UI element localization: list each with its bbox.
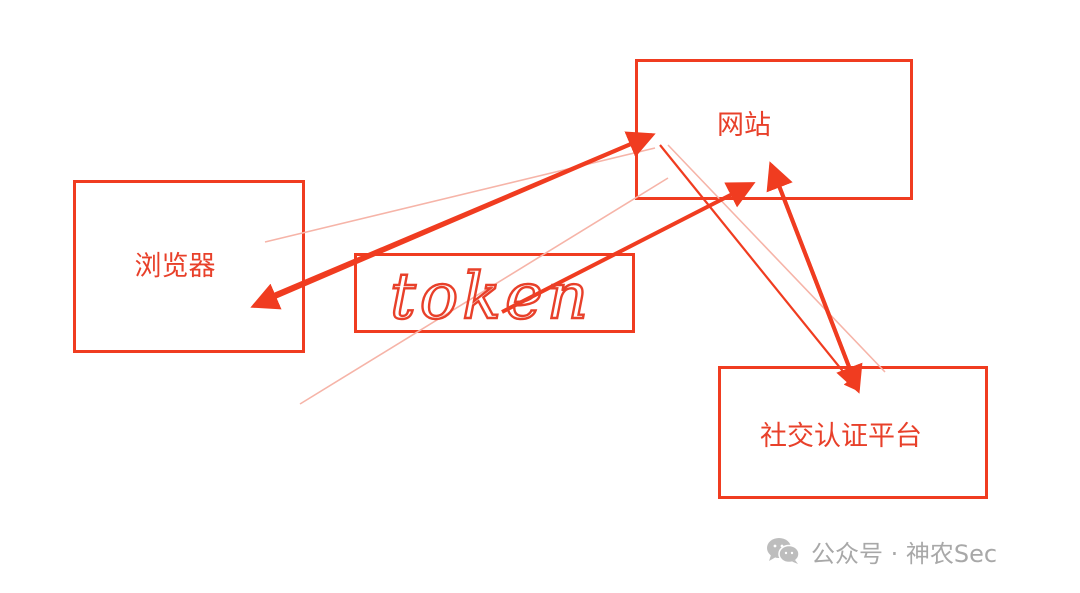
faint-stroke: [264, 147, 656, 243]
website-box: 网站: [635, 59, 913, 200]
website-label: 网站: [717, 110, 771, 141]
social-auth-platform-box: 社交认证平台: [718, 366, 988, 499]
browser-label: 浏览器: [134, 251, 216, 282]
watermark-text: 公众号 · 神农Sec: [811, 539, 998, 568]
token-box: [354, 253, 635, 333]
wechat-icon: [767, 538, 800, 564]
watermark: 公众号 · 神农Sec: [765, 534, 997, 568]
social-auth-platform-label: 社交认证平台: [760, 421, 922, 452]
browser-box: 浏览器: [73, 180, 305, 353]
